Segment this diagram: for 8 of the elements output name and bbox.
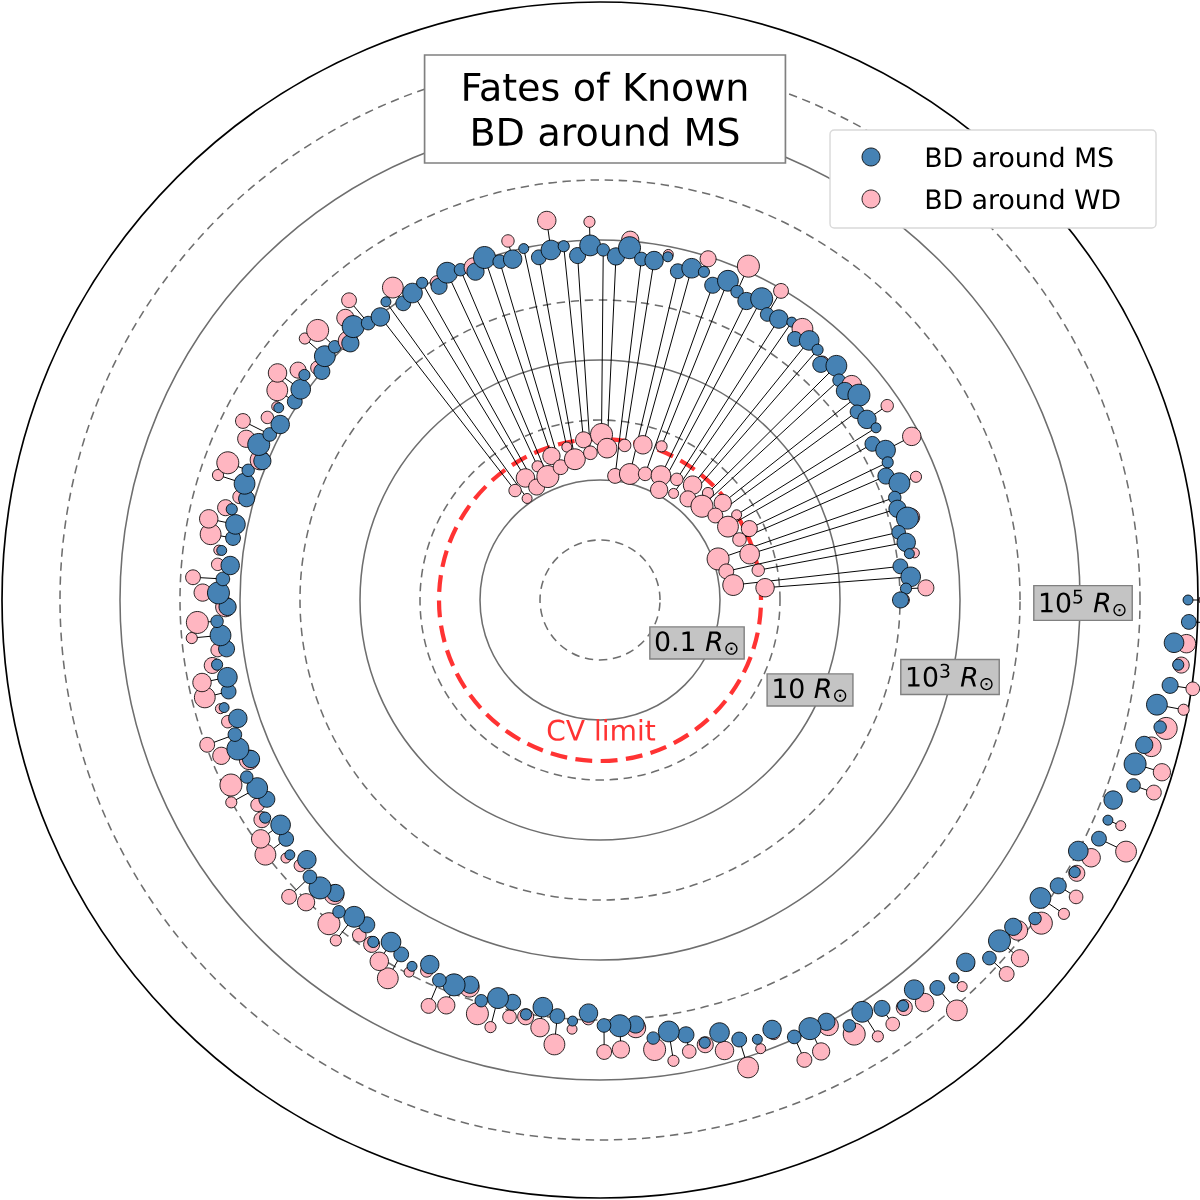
scale-label: 10$^{5}$ R$_{⊙}$ xyxy=(1033,584,1133,622)
legend-text: BD around MS xyxy=(926,146,1113,168)
scale-label: 0.1 R$_{⊙}$ xyxy=(649,626,745,660)
scale-label: 10$^{3}$ R$_{⊙}$ xyxy=(900,658,1000,696)
title-box: Fates of Known BD around MS xyxy=(423,54,787,164)
cv-limit-label: CV limit xyxy=(547,719,656,741)
legend-text: BD around WD xyxy=(926,188,1120,210)
scale-label: 10 R$_{⊙}$ xyxy=(766,673,854,707)
